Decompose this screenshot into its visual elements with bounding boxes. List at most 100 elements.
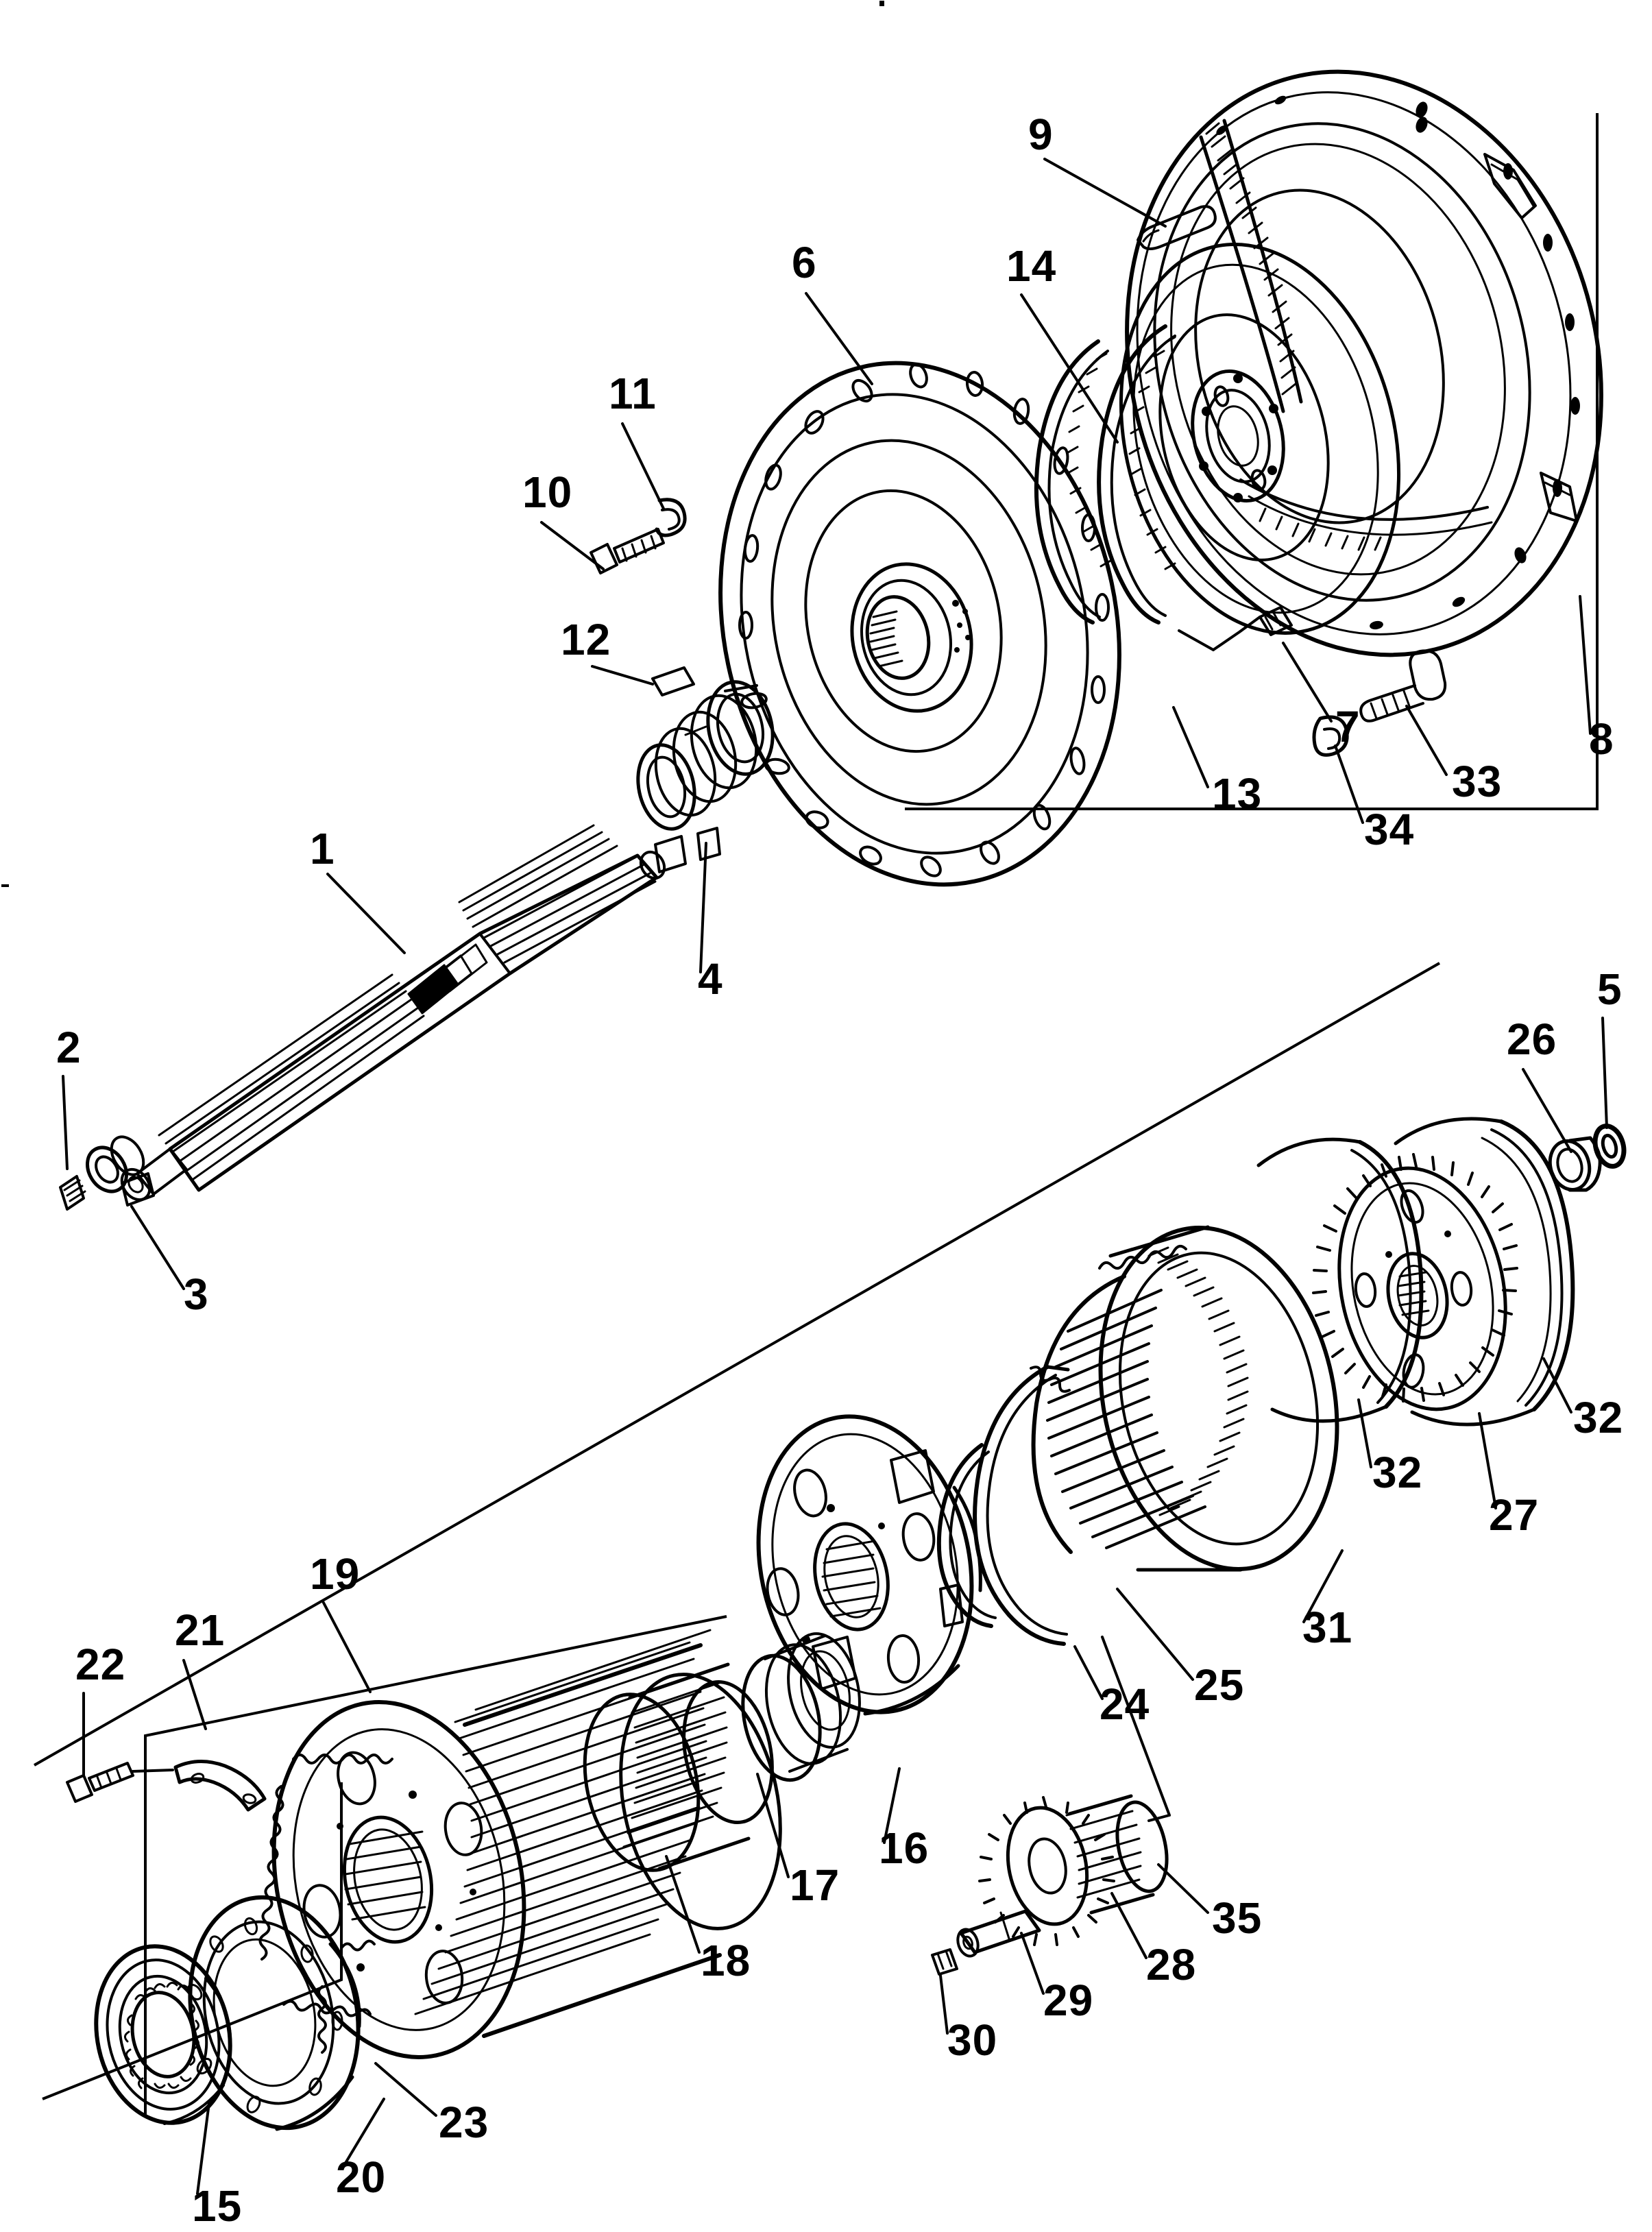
divider-bottom-left-bracket	[144, 1615, 727, 2115]
callout-number-19: 19	[310, 1549, 360, 1599]
leader-line-24	[1073, 1645, 1104, 1700]
callout-20-20: 20	[336, 2098, 386, 2202]
callout-34-34: 34	[1334, 744, 1414, 854]
shaft-washer-and-nut	[59, 1135, 155, 1211]
shaft-splines-front	[458, 824, 657, 964]
leader-line-4	[699, 842, 707, 973]
callout-number-11: 11	[609, 369, 657, 418]
pinion-gear-28	[978, 1636, 1171, 1946]
callout-number-5: 5	[1597, 965, 1623, 1014]
callout-number-24: 24	[1100, 1679, 1150, 1729]
input-shaft-and-torque-converter-group	[59, 69, 1603, 1211]
callout-27-27: 27	[1478, 1412, 1539, 1540]
leader-line-18	[665, 1855, 701, 1954]
callout-31-31: 31	[1302, 1549, 1352, 1652]
callout-2-2: 2	[56, 1023, 81, 1170]
callout-number-25: 25	[1194, 1660, 1244, 1710]
leader-line-10	[540, 521, 605, 570]
callout-1-1: 1	[310, 824, 406, 954]
leader-line-30	[939, 1974, 949, 2035]
sun-gear-teeth	[1312, 1153, 1518, 1403]
leader-line-5	[1601, 1017, 1608, 1129]
hex-bolt-33	[1359, 649, 1447, 723]
callout-14-14: 14	[1006, 241, 1119, 444]
callout-17-17: 17	[756, 1773, 840, 1910]
callout-16-16: 16	[879, 1767, 928, 1873]
print-speck-left	[1, 884, 9, 887]
callout-8-8: 8	[1579, 595, 1614, 764]
callout-number-34: 34	[1364, 805, 1414, 854]
cluster-centre-spline	[344, 1830, 426, 1921]
callout-number-30: 30	[947, 2015, 997, 2065]
callout-12-12: 12	[561, 615, 654, 686]
leader-line-35	[1157, 1863, 1209, 1914]
divider-middle-bottom	[34, 962, 1440, 1767]
callout-33-33: 33	[1405, 705, 1501, 806]
seal-ring-set	[1034, 324, 1176, 624]
leader-line-12	[591, 665, 654, 686]
drive-plate-assembly	[1119, 243, 1401, 635]
callout-number-10: 10	[522, 468, 572, 517]
callout-number-12: 12	[561, 615, 611, 664]
callout-number-18: 18	[701, 1936, 751, 1985]
leader-line-21	[182, 1659, 207, 1730]
callout-number-1: 1	[310, 824, 335, 873]
leader-line-29	[1020, 1932, 1045, 1995]
leader-line-8	[1579, 595, 1592, 735]
callout-number-6: 6	[792, 238, 817, 287]
oil-seal-stack	[636, 666, 775, 873]
callout-number-15: 15	[192, 2181, 242, 2231]
leader-line-32	[1357, 1398, 1372, 1468]
leader-line-32	[1542, 1357, 1572, 1414]
dowel-pin-9	[1137, 205, 1217, 250]
leader-line-9	[1043, 158, 1167, 228]
sun-gear-plate	[1312, 1153, 1518, 1411]
callout-number-26: 26	[1507, 1015, 1557, 1064]
leader-line-2	[62, 1075, 69, 1170]
retaining-clip-11	[655, 498, 687, 537]
leader-line-27	[1478, 1412, 1497, 1509]
flange-bolt-holes	[186, 1917, 343, 2113]
leader-line-14	[1020, 293, 1119, 444]
callout-number-8: 8	[1589, 714, 1614, 764]
callout-number-22: 22	[75, 1640, 125, 1689]
callout-19-19: 19	[310, 1549, 372, 1693]
lock-pin-30	[931, 1948, 958, 1976]
leader-line-3	[130, 1205, 185, 1290]
leader-line-16	[883, 1767, 901, 1844]
callout-number-9: 9	[1028, 110, 1054, 159]
callout-22-22: 22	[75, 1640, 125, 1777]
callout-number-32: 32	[1372, 1448, 1422, 1497]
callout-3-3: 3	[130, 1205, 209, 1319]
callout-number-13: 13	[1212, 769, 1262, 818]
callout-number-29: 29	[1043, 1976, 1093, 2025]
leader-line-7	[1282, 642, 1333, 723]
callout-13-13: 13	[1172, 706, 1262, 818]
callout-number-4: 4	[698, 954, 723, 1004]
input-shaft	[120, 824, 666, 1202]
planetary-carrier-and-hub-group	[66, 1629, 1171, 2131]
retainer-bracket-21	[173, 1759, 267, 1812]
bearing-race-15	[94, 1944, 232, 2125]
leader-line-25	[1116, 1588, 1194, 1681]
callout-number-31: 31	[1302, 1603, 1352, 1652]
ring-gear-face-hatch	[1147, 1246, 1249, 1516]
callout-7-7: 7	[1282, 642, 1360, 751]
callout-number-3: 3	[184, 1270, 209, 1319]
callout-number-17: 17	[790, 1860, 840, 1910]
callout-35-35: 35	[1157, 1863, 1261, 1943]
callout-number-27: 27	[1489, 1490, 1539, 1540]
gear-18-splines	[622, 1666, 728, 1848]
ring-gear-31	[1030, 1225, 1339, 1572]
spline-teeth	[869, 610, 903, 668]
callout-23-23: 23	[374, 2062, 488, 2147]
pinion-shaft-29	[956, 1909, 1041, 1958]
callout-15-15: 15	[192, 2102, 242, 2231]
callout-6-6: 6	[792, 238, 873, 385]
leader-line-23	[374, 2062, 437, 2117]
callout-28-28: 28	[1110, 1892, 1195, 1989]
leader-line-19	[322, 1601, 372, 1693]
planetary-gear-cluster-19	[258, 1629, 782, 2059]
callout-number-20: 20	[336, 2152, 386, 2202]
